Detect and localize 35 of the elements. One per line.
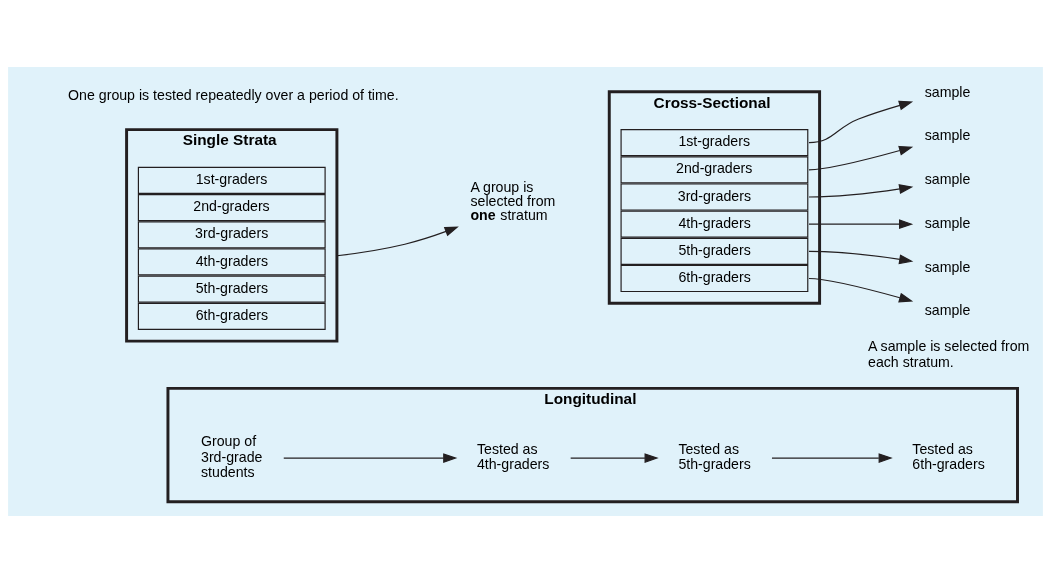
node-text: sample	[924, 171, 971, 188]
arrow	[570, 453, 659, 464]
node-text: A group is selected from one stratum	[470, 178, 556, 224]
node-box: 5th-graders	[620, 237, 809, 265]
arrow	[808, 250, 914, 265]
arrow	[283, 453, 458, 464]
node-box: 3rd-graders	[620, 183, 809, 211]
node-box: 5th-graders	[137, 275, 326, 303]
arrow	[771, 453, 893, 464]
node-box: 2nd-graders	[137, 194, 326, 222]
arrow	[808, 219, 914, 230]
arrow	[808, 184, 914, 198]
node-box: 4th-graders	[137, 248, 326, 276]
node-text: sample	[924, 214, 971, 231]
label: One group is tested repeatedly over a period of time.	[68, 87, 399, 104]
node-box: 4th-graders	[620, 210, 809, 238]
node-box: 6th-graders	[137, 302, 326, 330]
node-box: 1st-graders	[137, 166, 326, 194]
node-text: Tested as 5th-graders	[678, 441, 751, 473]
arrow	[808, 100, 914, 144]
node-text: sample	[924, 83, 971, 100]
label: A sample is selected from each stratum.	[868, 338, 1030, 370]
arrow	[336, 226, 459, 257]
node-text: Tested as 6th-graders	[912, 441, 985, 473]
node-text: sample	[924, 127, 971, 144]
node-box: 6th-graders	[620, 264, 809, 293]
arrow	[808, 277, 914, 303]
node-box: 3rd-graders	[137, 221, 326, 249]
node-text: sample	[924, 302, 971, 319]
node-box: 2nd-graders	[620, 156, 809, 184]
node-box: 1st-graders	[620, 129, 809, 157]
node-text: Group of 3rd-grade students	[201, 433, 263, 481]
arrow	[808, 145, 914, 171]
node-text: sample	[924, 258, 971, 275]
node-text: Tested as 4th-graders	[476, 441, 550, 473]
